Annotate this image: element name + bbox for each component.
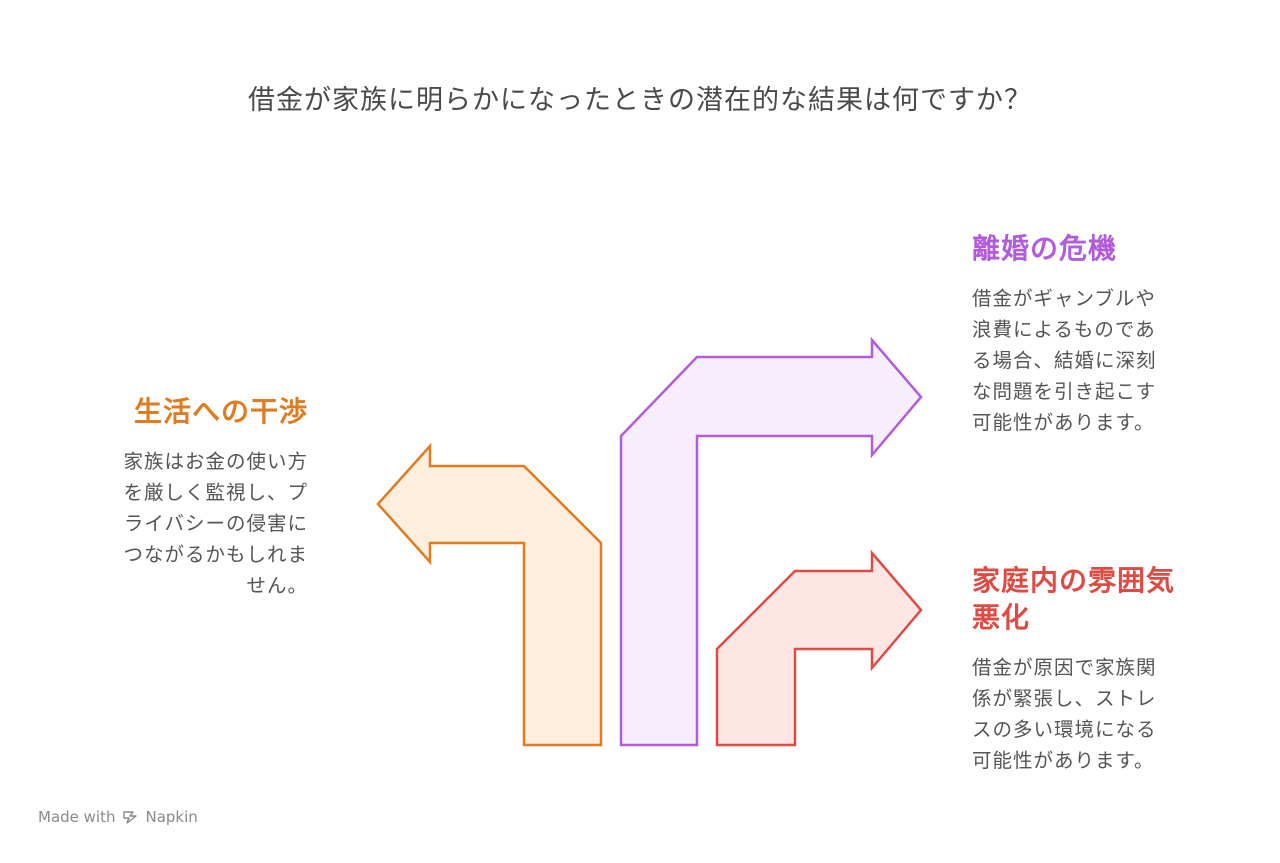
outcome-atmosphere: 家庭内の雰囲気 悪化 借金が原因で家族関 係が緊張し、ストレ スの多い環境になる…	[972, 562, 1212, 776]
desc-divorce: 借金がギャンブルや 浪費によるものであ る場合、結婚に深刻 な問題を引き起こす …	[972, 283, 1202, 438]
desc-interference: 家族はお金の使い方 を厳しく監視し、プ ライバシーの侵害に つながるかもしれま …	[80, 446, 308, 601]
desc-line: 可能性があります。	[972, 749, 1155, 772]
desc-line: な問題を引き起こす	[972, 380, 1157, 403]
arrow-bottom-right-red	[715, 549, 923, 747]
heading-divorce: 離婚の危機	[972, 232, 1118, 265]
desc-line: 借金が原因で家族関	[972, 656, 1157, 679]
desc-line: 可能性があります。	[972, 411, 1155, 434]
desc-line: 係が緊張し、ストレ	[972, 687, 1157, 710]
desc-line: る場合、結婚に深刻	[972, 349, 1157, 372]
outcome-interference: 生活への干渉 家族はお金の使い方 を厳しく監視し、プ ライバシーの侵害に つなが…	[80, 393, 308, 601]
desc-line: 家族はお金の使い方	[123, 450, 308, 473]
made-with-napkin[interactable]: Made with Napkin	[38, 808, 198, 826]
desc-atmosphere: 借金が原因で家族関 係が緊張し、ストレ スの多い環境になる 可能性があります。	[972, 652, 1212, 776]
arrow-left-orange	[376, 442, 603, 747]
arrow-top-right-purple	[619, 336, 923, 747]
desc-line: せん。	[246, 574, 308, 597]
heading-atmosphere: 家庭内の雰囲気 悪化	[972, 562, 1212, 636]
page-title: 借金が家族に明らかになったときの潜在的な結果は何ですか？	[248, 85, 1032, 116]
desc-line: 借金がギャンブルや	[972, 287, 1156, 310]
desc-line: スの多い環境になる	[972, 718, 1157, 741]
heading-interference: 生活への干渉	[133, 395, 308, 428]
heading-line: 家庭内の雰囲気	[972, 564, 1176, 597]
heading-line: 悪化	[972, 601, 1031, 634]
desc-line: を厳しく監視し、プ	[123, 481, 308, 504]
napkin-logo-icon	[123, 811, 138, 824]
outcome-divorce: 離婚の危機 借金がギャンブルや 浪費によるものであ る場合、結婚に深刻 な問題を…	[972, 230, 1202, 438]
napkin-brand-label: Napkin	[145, 808, 198, 826]
made-with-label: Made with	[38, 808, 116, 826]
desc-line: ライバシーの侵害に	[123, 512, 308, 535]
desc-line: 浪費によるものであ	[972, 318, 1156, 341]
desc-line: つながるかもしれま	[123, 543, 308, 566]
